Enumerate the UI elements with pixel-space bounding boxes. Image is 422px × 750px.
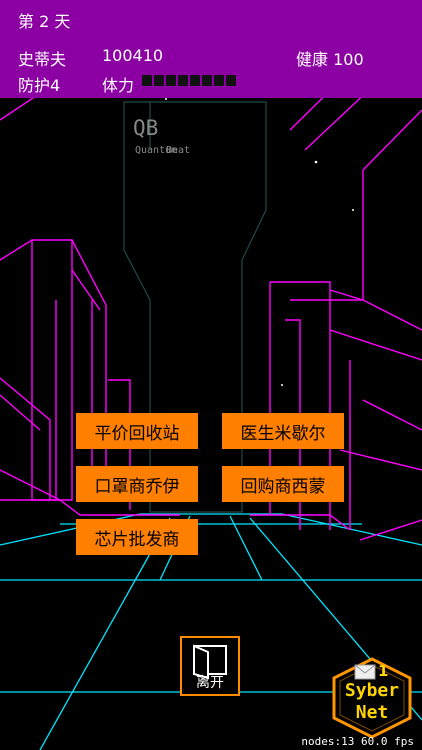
sybernet-button[interactable]: 1 Syber Net (330, 656, 414, 740)
distant-tower (123, 101, 267, 513)
chip-dealer-button[interactable]: 芯片批发商 (76, 519, 198, 555)
pawn-shop-button[interactable]: 平价回收站 (76, 413, 198, 449)
buyback-dealer-button[interactable]: 回购商西蒙 (222, 466, 344, 502)
leave-label: 离开 (196, 675, 224, 691)
defense-value: 防护4 (18, 76, 61, 95)
door-icon (193, 644, 227, 680)
stamina-cell (142, 75, 152, 86)
qb-caption-beat: Beat (166, 145, 191, 156)
sybernet-line2: Net (355, 702, 389, 723)
stamina-cell (154, 75, 164, 86)
status-bar: 第 2 天 史蒂夫 100410 健康 100 防护4 体力 (0, 0, 422, 98)
stamina-cell (190, 75, 200, 86)
stars (165, 98, 354, 386)
money-amount: 100410 (102, 46, 164, 65)
stamina-cell (202, 75, 212, 86)
mail-count: 1 (378, 662, 389, 680)
day-counter: 第 2 天 (18, 12, 71, 31)
right-buildings (250, 0, 422, 541)
qb-caption-quantum: Quantum (135, 145, 178, 156)
stamina-cell (166, 75, 176, 86)
stamina-meter (142, 75, 236, 86)
sybernet-line1: Syber (344, 680, 400, 701)
qb-logo: QB (133, 116, 159, 140)
stamina-cell (226, 75, 236, 86)
stamina-cell (178, 75, 188, 86)
mail-icon (354, 664, 376, 680)
hexagon-badge (332, 657, 412, 739)
mask-dealer-button[interactable]: 口罩商乔伊 (76, 466, 198, 502)
leave-button[interactable]: 离开 (180, 636, 240, 696)
stamina-label: 体力 (102, 76, 135, 95)
player-name: 史蒂夫 (18, 50, 67, 69)
doctor-button[interactable]: 医生米歇尔 (222, 413, 344, 449)
debug-stats: nodes:13 60.0 fps (301, 735, 414, 748)
health-value: 健康 100 (296, 50, 364, 69)
stamina-cell (214, 75, 224, 86)
